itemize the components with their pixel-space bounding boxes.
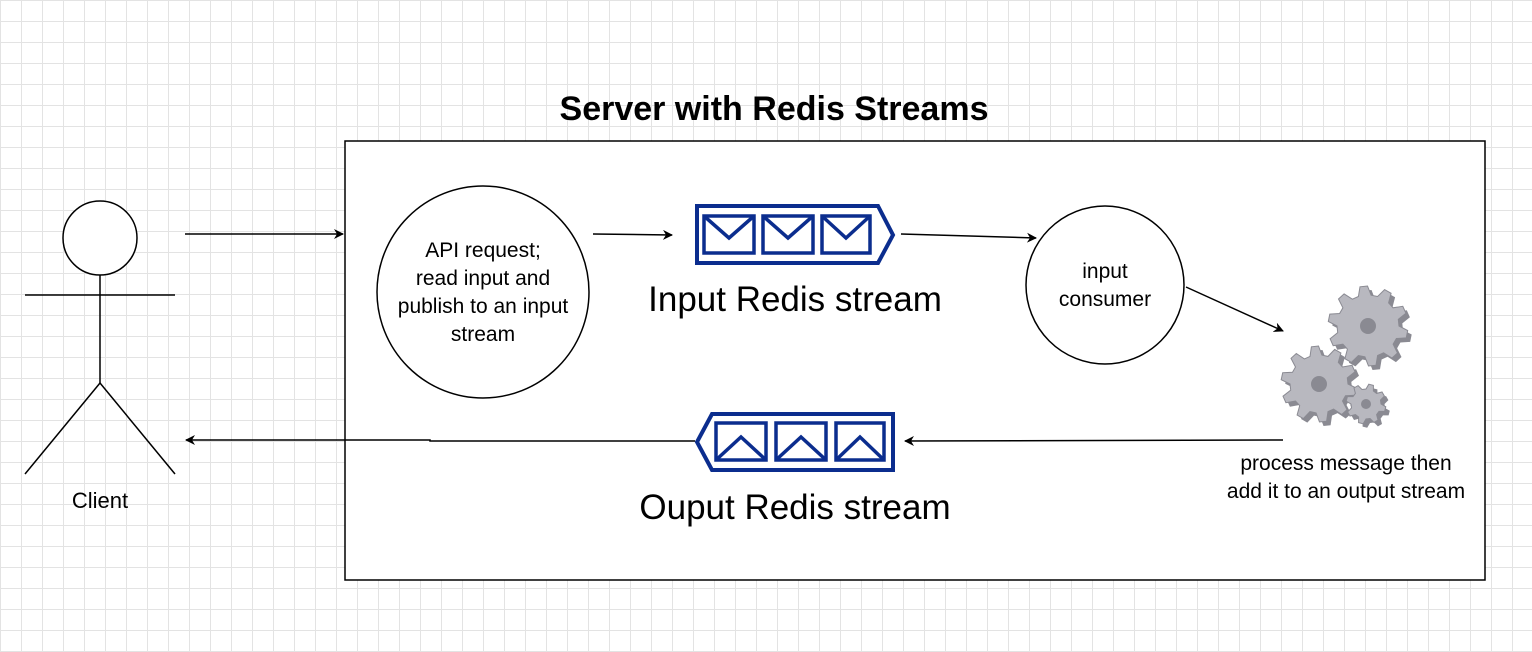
- arrow-input-stream-to-consumer: [900, 232, 1037, 243]
- input-consumer-label: input consumer: [1058, 260, 1152, 311]
- arrow-consumer-to-processor: [1185, 286, 1284, 332]
- arrow-output-stream-to-client: [185, 435, 695, 445]
- input-consumer-node[interactable]: [1025, 205, 1185, 365]
- message-queue-icon[interactable]: [695, 204, 896, 265]
- arrow-processor-to-output-stream: [904, 435, 1284, 446]
- output-stream-label: Ouput Redis stream: [639, 488, 951, 527]
- gears-icon[interactable]: [1280, 285, 1412, 428]
- arrow-api-to-input-stream: [592, 229, 673, 240]
- api-request-label: API request; read input and publish to a…: [397, 239, 569, 346]
- diagram-title: Server with Redis Streams: [559, 90, 989, 128]
- input-stream-label: Input Redis stream: [648, 280, 942, 319]
- actor-icon[interactable]: [24, 200, 176, 475]
- api-request-node[interactable]: [376, 185, 590, 399]
- process-message-label: process message then add it to an output…: [1226, 452, 1466, 503]
- client-label: Client: [71, 488, 129, 513]
- message-queue-icon[interactable]: [694, 412, 895, 472]
